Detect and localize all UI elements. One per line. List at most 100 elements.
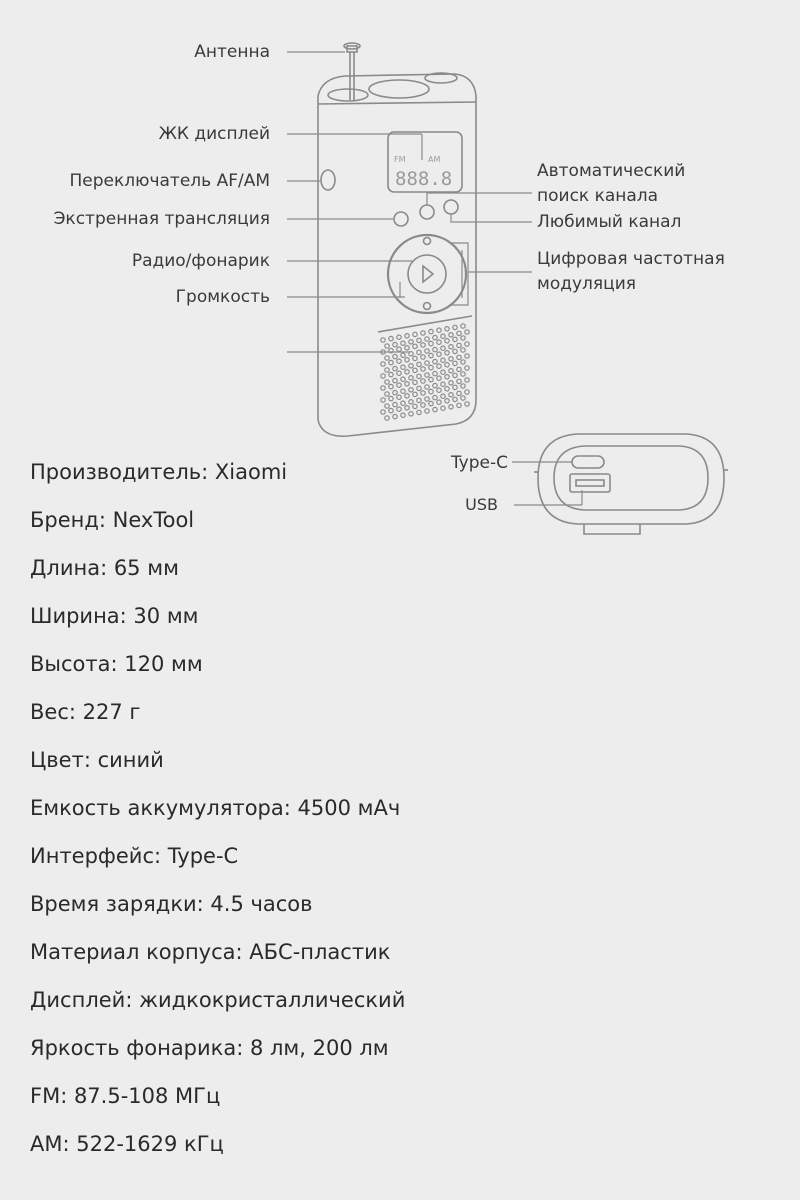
speaker-hole xyxy=(428,364,434,371)
speaker-hole xyxy=(452,360,458,367)
speaker-hole xyxy=(456,330,462,337)
speaker-hole xyxy=(392,353,398,360)
speaker-hole xyxy=(412,343,418,350)
speaker-hole xyxy=(424,384,430,390)
speaker-hole xyxy=(460,347,466,353)
speaker-hole xyxy=(448,355,454,362)
speaker-hole xyxy=(444,349,450,356)
speaker-hole xyxy=(452,372,458,379)
speaker-hole xyxy=(384,367,390,373)
speaker-hole xyxy=(404,356,410,363)
speaker-hole xyxy=(428,388,434,395)
speaker-hole xyxy=(412,391,418,398)
spec-weight: Вес: 227 г xyxy=(30,700,141,724)
speaker-hole xyxy=(408,410,414,417)
speaker-hole xyxy=(388,395,394,402)
speaker-hole xyxy=(380,361,386,367)
speaker-hole xyxy=(444,373,450,380)
speaker-hole xyxy=(388,371,394,378)
dial-inner xyxy=(407,254,447,294)
spec-flashlight: Яркость фонарика: 8 лм, 200 лм xyxy=(30,1036,389,1060)
speaker-hole xyxy=(456,354,462,361)
speaker-hole xyxy=(436,363,442,370)
label-af-am-switch: Переключатель AF/AM xyxy=(69,171,270,191)
speaker-hole xyxy=(460,323,466,329)
spec-height: Высота: 120 мм xyxy=(30,652,203,676)
speaker-hole xyxy=(400,412,406,419)
speaker-hole xyxy=(440,405,446,412)
speaker-hole xyxy=(384,343,390,349)
speaker-hole xyxy=(400,400,406,407)
speaker-hole xyxy=(460,395,466,401)
speaker-hole xyxy=(380,337,386,343)
emergency-button-icon xyxy=(393,211,409,227)
speaker-hole xyxy=(404,368,410,375)
speaker-hole xyxy=(392,389,398,396)
speaker-hole xyxy=(456,366,462,373)
speaker-hole xyxy=(424,396,430,402)
speaker-hole xyxy=(420,342,426,348)
speaker-hole xyxy=(396,370,402,377)
speaker-hole xyxy=(440,381,446,388)
device-bottom-view xyxy=(537,433,725,525)
speaker-hole xyxy=(404,344,410,351)
speaker-hole xyxy=(420,354,426,360)
speaker-hole xyxy=(460,335,466,341)
speaker-hole xyxy=(452,324,458,331)
label-emergency: Экстренная трансляция xyxy=(53,209,270,229)
speaker-hole xyxy=(388,335,394,342)
speaker-hole xyxy=(416,337,422,344)
speaker-hole xyxy=(388,347,394,354)
speaker-hole xyxy=(396,358,402,365)
radio-diagram: 888.8 FM AM xyxy=(287,42,728,535)
spec-battery: Емкость аккумулятора: 4500 мАч xyxy=(30,796,401,820)
speaker-hole xyxy=(452,396,458,403)
speaker-hole xyxy=(384,379,390,385)
label-digital-mod-line2: модуляция xyxy=(537,274,636,294)
spec-length: Длина: 65 мм xyxy=(30,556,179,580)
speaker-hole xyxy=(408,362,414,369)
spec-color: Цвет: синий xyxy=(30,748,164,772)
speaker-hole xyxy=(396,382,402,389)
speaker-hole xyxy=(448,403,454,410)
usb-port-icon xyxy=(569,473,611,493)
speaker-hole xyxy=(384,403,390,409)
lcd-readout: 888.8 xyxy=(395,168,452,190)
label-usb: USB xyxy=(465,495,498,514)
speaker-hole xyxy=(428,376,434,383)
speaker-hole xyxy=(464,377,470,383)
type-c-port-icon xyxy=(571,455,605,469)
speaker-hole xyxy=(384,391,390,397)
speaker-hole xyxy=(464,329,470,335)
speaker-hole xyxy=(420,366,426,372)
label-volume: Громкость xyxy=(175,287,270,307)
speaker-hole xyxy=(444,361,450,368)
speaker-hole xyxy=(432,346,438,353)
speaker-hole xyxy=(416,397,422,404)
speaker-hole xyxy=(456,402,462,409)
speaker-hole xyxy=(416,361,422,368)
speaker-hole xyxy=(432,394,438,401)
speaker-hole xyxy=(452,348,458,355)
speaker-hole xyxy=(440,357,446,364)
speaker-hole xyxy=(464,401,470,407)
top-hole-1 xyxy=(368,79,430,99)
spec-list: Производитель: Xiaomi Бренд: NexTool Дли… xyxy=(30,448,770,1168)
spec-charge-time: Время зарядки: 4.5 часов xyxy=(30,892,313,916)
speaker-hole xyxy=(400,388,406,395)
speaker-hole xyxy=(460,359,466,365)
speaker-hole xyxy=(412,403,418,410)
speaker-hole xyxy=(436,327,442,334)
speaker-hole xyxy=(412,355,418,362)
label-digital-mod-line1: Цифровая частотная xyxy=(537,249,725,269)
speaker-hole xyxy=(424,348,430,354)
speaker-hole xyxy=(448,331,454,338)
spec-fm: FM: 87.5-108 МГц xyxy=(30,1084,221,1108)
speaker-hole xyxy=(432,370,438,377)
speaker-hole xyxy=(404,332,410,339)
speaker-hole xyxy=(412,367,418,374)
speaker-hole xyxy=(396,406,402,413)
speaker-hole xyxy=(408,338,414,345)
dial-outer xyxy=(386,233,468,315)
label-type-c: Type-C xyxy=(450,453,508,473)
